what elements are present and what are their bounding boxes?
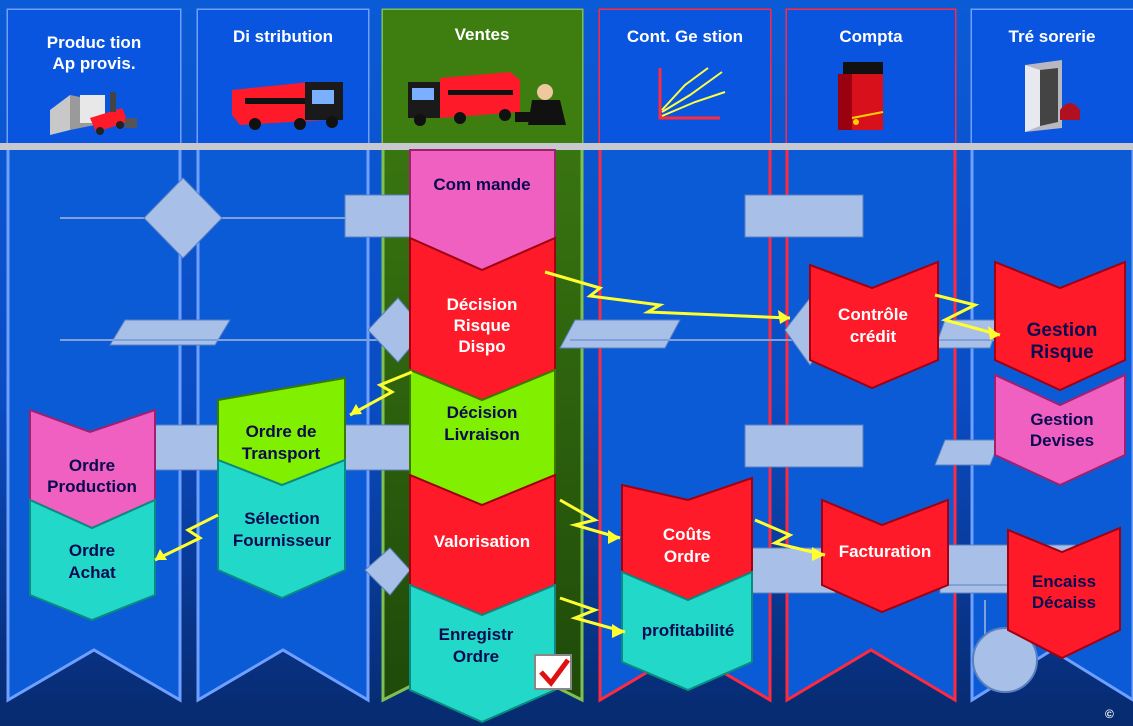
step-valorisation-label: Valorisation xyxy=(434,532,530,551)
step-controle-credit-label-2: crédit xyxy=(850,327,897,346)
step-gestion-devises-label-2: Devises xyxy=(1030,431,1094,450)
step-decision-livraison-label-2: Livraison xyxy=(444,425,520,444)
step-decision-risque-label-1: Décision xyxy=(447,295,518,314)
step-encaiss-decaiss-label-1: Encaiss xyxy=(1032,572,1096,591)
step-ordre-production-label-2: Production xyxy=(47,477,137,496)
lane-title-production-2: Ap provis. xyxy=(52,54,135,73)
step-decision-risque-label-2: Risque xyxy=(454,316,511,335)
step-ordre-achat-label-1: Ordre xyxy=(69,541,115,560)
step-controle-credit-label-1: Contrôle xyxy=(838,305,908,324)
step-profitabilite-label: profitabilité xyxy=(642,621,735,640)
step-ordre-achat-label-2: Achat xyxy=(68,563,116,582)
lane-title-ventes: Ventes xyxy=(455,25,510,44)
step-couts-ordre-label-1: Coûts xyxy=(663,525,711,544)
step-gestion-risque-label-1: Gestion xyxy=(1027,320,1098,341)
step-encaiss-decaiss-label-2: Décaiss xyxy=(1032,593,1096,612)
header-separator xyxy=(0,143,1133,150)
step-enregistrer-label-1: Enregistr xyxy=(439,625,514,644)
step-ordre-production-label-1: Ordre xyxy=(69,456,115,475)
step-gestion-risque-label-2: Risque xyxy=(1030,342,1093,363)
step-commande-label: Com mande xyxy=(433,175,530,194)
corner-mark: © xyxy=(1105,707,1114,721)
lane-title-distribution: Di stribution xyxy=(233,27,333,46)
step-ordre-transport-label-1: Ordre de xyxy=(246,422,317,441)
step-gestion-devises-label-1: Gestion xyxy=(1030,410,1093,429)
step-ordre-transport-label-2: Transport xyxy=(242,444,321,463)
ledger-icon xyxy=(838,62,883,130)
step-decision-livraison-label-1: Décision xyxy=(447,403,518,422)
step-couts-ordre-label-2: Ordre xyxy=(664,547,710,566)
step-selection-fournisseur-label-2: Fournisseur xyxy=(233,531,332,550)
step-facturation-label: Facturation xyxy=(839,542,932,561)
lane-title-gestion: Cont. Ge stion xyxy=(627,27,743,46)
lane-title-compta: Compta xyxy=(839,27,903,46)
lane-title-production-1: Produc tion xyxy=(47,33,141,52)
step-enregistrer-label-2: Ordre xyxy=(453,647,499,666)
step-decision-risque-label-3: Dispo xyxy=(458,337,505,356)
step-selection-fournisseur-label-1: Sélection xyxy=(244,509,320,528)
lane-title-tresorerie: Tré sorerie xyxy=(1009,27,1096,46)
